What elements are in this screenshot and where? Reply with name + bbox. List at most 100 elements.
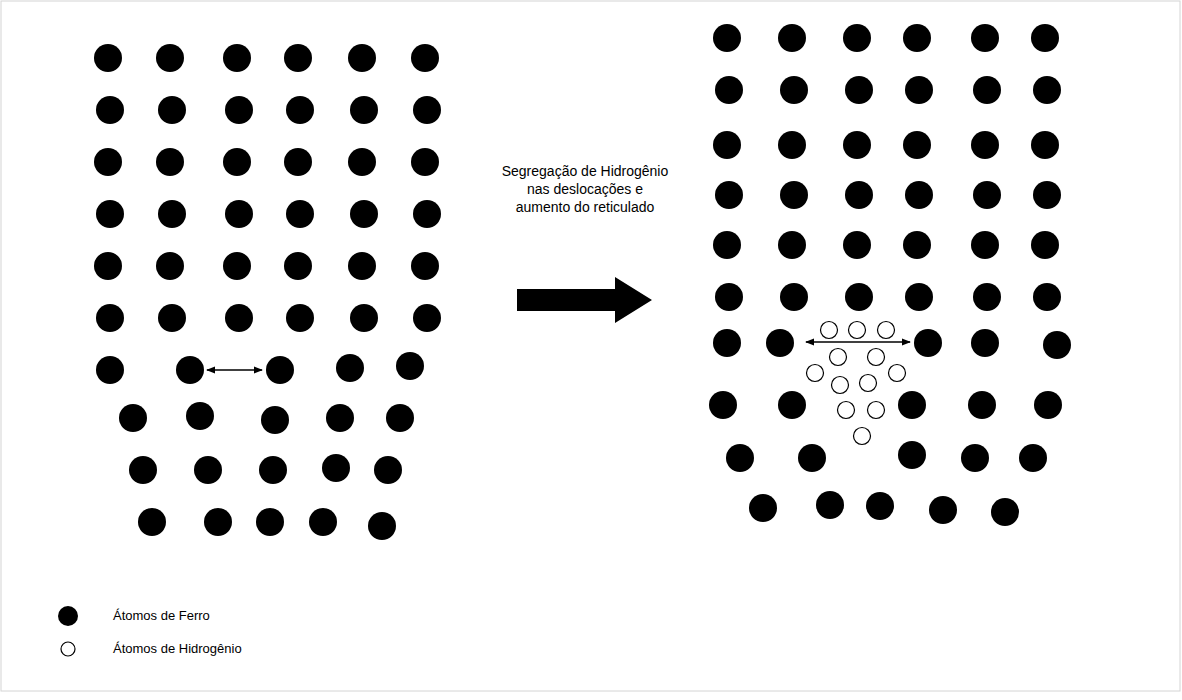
iron-atom <box>713 131 741 159</box>
iron-atom <box>186 402 214 430</box>
iron-atom <box>903 24 931 52</box>
iron-atoms-before <box>94 44 441 540</box>
iron-atom <box>780 283 808 311</box>
iron-atom <box>348 252 376 280</box>
iron-atom <box>1019 444 1047 472</box>
iron-atom <box>845 181 873 209</box>
iron-atom <box>1033 76 1061 104</box>
iron-atom <box>158 200 186 228</box>
iron-atom <box>336 354 364 382</box>
iron-atom <box>411 148 439 176</box>
iron-atom <box>961 444 989 472</box>
iron-atom <box>1034 391 1062 419</box>
iron-atom <box>223 252 251 280</box>
iron-atom <box>223 44 251 72</box>
spacing-arrow <box>806 341 910 342</box>
iron-atom <box>903 231 931 259</box>
hydrogen-atom <box>830 349 847 366</box>
hydrogen-atom <box>868 402 885 419</box>
iron-atom <box>778 24 806 52</box>
iron-atom <box>96 200 124 228</box>
iron-atom <box>348 148 376 176</box>
iron-atom <box>1033 283 1061 311</box>
iron-atom <box>898 441 926 469</box>
iron-atom <box>845 283 873 311</box>
iron-atom <box>286 96 314 124</box>
iron-atom <box>845 76 873 104</box>
iron-atom <box>905 76 933 104</box>
iron-atom <box>715 76 743 104</box>
hydrogen-atom <box>807 365 824 382</box>
iron-atom <box>1031 231 1059 259</box>
iron-atom <box>411 252 439 280</box>
iron-atom <box>715 181 743 209</box>
iron-atom <box>973 76 1001 104</box>
iron-atom <box>129 456 157 484</box>
iron-atom <box>286 304 314 332</box>
iron-atom <box>204 508 232 536</box>
iron-atom <box>715 283 743 311</box>
iron-atom <box>225 96 253 124</box>
hydrogen-atom <box>849 322 866 339</box>
iron-atom <box>223 148 251 176</box>
iron-atom <box>905 181 933 209</box>
iron-atom <box>973 283 1001 311</box>
iron-atom <box>396 352 424 380</box>
iron-atom <box>709 391 737 419</box>
iron-atom <box>971 131 999 159</box>
iron-atom <box>973 181 1001 209</box>
iron-atom <box>411 44 439 72</box>
iron-atom <box>1043 331 1071 359</box>
iron-atom <box>284 148 312 176</box>
iron-atom <box>1033 181 1061 209</box>
iron-atom <box>780 76 808 104</box>
iron-atom <box>225 200 253 228</box>
iron-atom <box>138 508 166 536</box>
iron-atom <box>326 404 354 432</box>
iron-atom <box>96 304 124 332</box>
iron-atom <box>905 283 933 311</box>
iron-atom <box>96 96 124 124</box>
iron-atom <box>914 329 942 357</box>
hydrogen-atom <box>838 402 855 419</box>
iron-atom <box>176 356 204 384</box>
iron-atom <box>971 231 999 259</box>
iron-atom <box>971 329 999 357</box>
iron-atom <box>1031 131 1059 159</box>
iron-atom <box>898 391 926 419</box>
hydrogen-atom <box>860 375 877 392</box>
iron-atom <box>713 329 741 357</box>
iron-atom <box>843 131 871 159</box>
iron-atom <box>156 44 184 72</box>
iron-atom <box>350 96 378 124</box>
iron-atom <box>778 391 806 419</box>
iron-atom <box>386 404 414 432</box>
iron-atom <box>322 454 350 482</box>
hydrogen-atom <box>889 365 906 382</box>
iron-atom <box>713 24 741 52</box>
iron-atom <box>929 496 957 524</box>
iron-atom <box>286 200 314 228</box>
iron-atom <box>156 252 184 280</box>
iron-atom <box>903 131 931 159</box>
iron-atom <box>413 96 441 124</box>
iron-atom <box>194 456 222 484</box>
hydrogen-atoms <box>807 322 906 445</box>
iron-atom <box>413 200 441 228</box>
iron-atom <box>261 406 289 434</box>
iron-atom <box>843 24 871 52</box>
iron-atom <box>309 508 337 536</box>
iron-atom <box>94 148 122 176</box>
legend-iron-swatch <box>58 606 78 626</box>
iron-atoms-after <box>709 24 1071 526</box>
iron-atom <box>713 231 741 259</box>
iron-atom <box>991 498 1019 526</box>
process-arrow <box>517 277 652 323</box>
iron-atom <box>368 512 396 540</box>
iron-atom <box>225 304 253 332</box>
iron-atom <box>971 24 999 52</box>
legend-text: Átomos de Hidrogênio <box>113 641 242 657</box>
iron-atom <box>266 356 294 384</box>
